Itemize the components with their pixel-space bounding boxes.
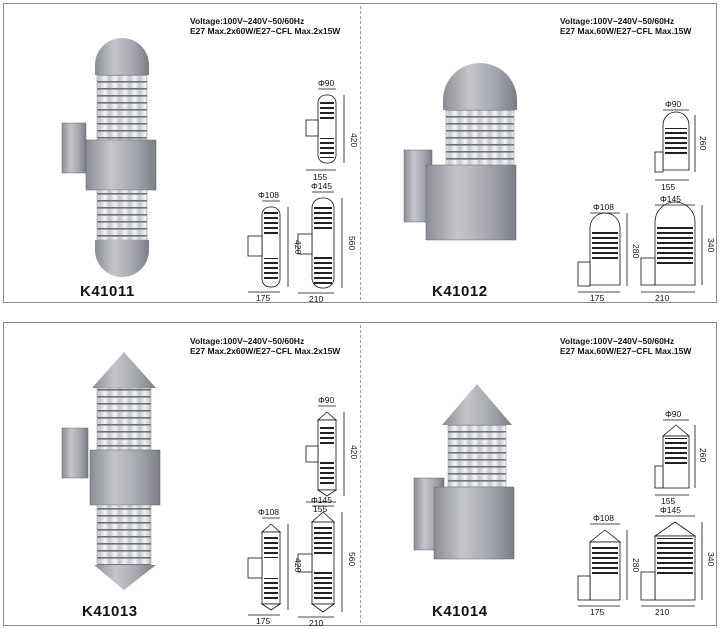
dim-dia-small: Φ90 [665,99,682,109]
product-code-k41013: K41013 [82,603,138,620]
dim-dia-mid: Φ108 [258,507,279,517]
dim-width-large: 210 [655,293,669,303]
voltage-text: Voltage:100V~240V~50/60Hz [560,336,675,346]
power-text: E27 Max.2x60W/E27~CFL Max.2x15W [190,346,341,356]
lamp-photo-k41014 [413,384,515,560]
spec-k41012: Voltage:100V~240V~50/60Hz E27 Max.60W/E2… [560,16,691,36]
dim-width-large: 210 [309,618,323,628]
dim-height-small: 260 [698,448,708,462]
dim-dia-large: Φ145 [660,505,681,515]
power-text: E27 Max.2x60W/E27~CFL Max.2x15W [190,26,341,36]
dim-dia-small: Φ90 [318,395,335,405]
tech-drawing-k41014 [577,419,703,607]
dim-height-small: 420 [349,133,359,147]
product-code-k41014: K41014 [432,603,488,620]
dim-width-mid: 175 [590,293,604,303]
dim-height-small: 260 [698,136,708,150]
dim-width-small: 155 [313,172,327,182]
lamp-photo-k41012 [403,63,517,241]
dim-dia-large: Φ145 [660,194,681,204]
dim-dia-large: Φ145 [311,495,332,505]
dim-width-mid: 175 [590,607,604,617]
dim-dia-mid: Φ108 [258,190,279,200]
dim-width-large: 210 [655,607,669,617]
dim-width-small: 155 [661,496,675,506]
panel-divider-bottom [360,325,361,623]
product-code-k41012: K41012 [432,283,488,300]
dim-width-large: 210 [309,294,323,304]
power-text: E27 Max.60W/E27~CFL Max.15W [560,346,692,356]
dim-dia-small: Φ90 [318,78,335,88]
dim-dia-mid: Φ108 [593,202,614,212]
spec-k41013: Voltage:100V~240V~50/60Hz E27 Max.2x60W/… [190,336,340,356]
tech-drawing-k41013 [247,405,345,618]
voltage-text: Voltage:100V~240V~50/60Hz [560,16,675,26]
voltage-text: Voltage:100V~240V~50/60Hz [190,16,305,26]
dim-dia-small: Φ90 [665,409,682,419]
dim-height-large: 340 [706,552,716,566]
tech-drawing-k41011 [247,88,345,294]
product-code-k41011: K41011 [80,283,135,300]
lamp-photo-k41011 [61,38,157,277]
spec-k41011: Voltage:100V~240V~50/60Hz E27 Max.2x60W/… [190,16,340,36]
tech-drawing-k41012 [577,109,703,293]
dim-width-small: 155 [661,182,675,192]
lamp-photo-k41013 [61,352,161,590]
dim-height-mid: 420 [293,240,303,254]
power-text: E27 Max.60W/E27~CFL Max.15W [560,26,692,36]
panel-divider-top [360,6,361,300]
dim-height-mid: 280 [631,244,641,258]
dim-height-large: 340 [706,238,716,252]
dim-height-mid: 280 [631,558,641,572]
dim-height-large: 560 [347,552,357,566]
dim-width-small: 155 [313,504,327,514]
dim-dia-mid: Φ108 [593,513,614,523]
spec-k41014: Voltage:100V~240V~50/60Hz E27 Max.60W/E2… [560,336,691,356]
dim-height-small: 420 [349,445,359,459]
dim-width-mid: 175 [256,616,270,626]
dim-height-large: 560 [347,236,357,250]
dim-dia-large: Φ145 [311,181,332,191]
voltage-text: Voltage:100V~240V~50/60Hz [190,336,305,346]
dim-height-mid: 420 [293,558,303,572]
dim-width-mid: 175 [256,293,270,303]
